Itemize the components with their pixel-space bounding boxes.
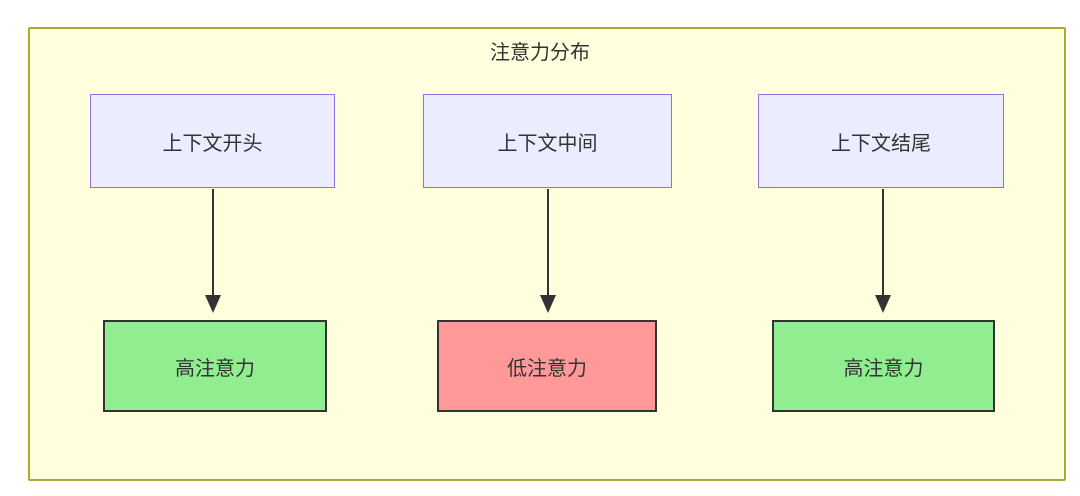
node-label: 低注意力 bbox=[507, 357, 587, 380]
node-label: 高注意力 bbox=[843, 357, 924, 380]
node-context-beginning: 上下文开头 bbox=[90, 94, 335, 188]
node-label: 上下文中间 bbox=[497, 132, 598, 155]
node-low-attention: 低注意力 bbox=[437, 320, 657, 412]
node-high-attention-left: 高注意力 bbox=[103, 320, 327, 412]
node-label: 上下文结尾 bbox=[831, 132, 931, 155]
diagram-title: 注意力分布 bbox=[490, 42, 590, 64]
node-label: 高注意力 bbox=[175, 357, 255, 380]
node-high-attention-right: 高注意力 bbox=[772, 320, 995, 412]
node-context-end: 上下文结尾 bbox=[758, 94, 1004, 188]
node-label: 上下文开头 bbox=[162, 132, 263, 155]
node-context-middle: 上下文中间 bbox=[423, 94, 672, 188]
